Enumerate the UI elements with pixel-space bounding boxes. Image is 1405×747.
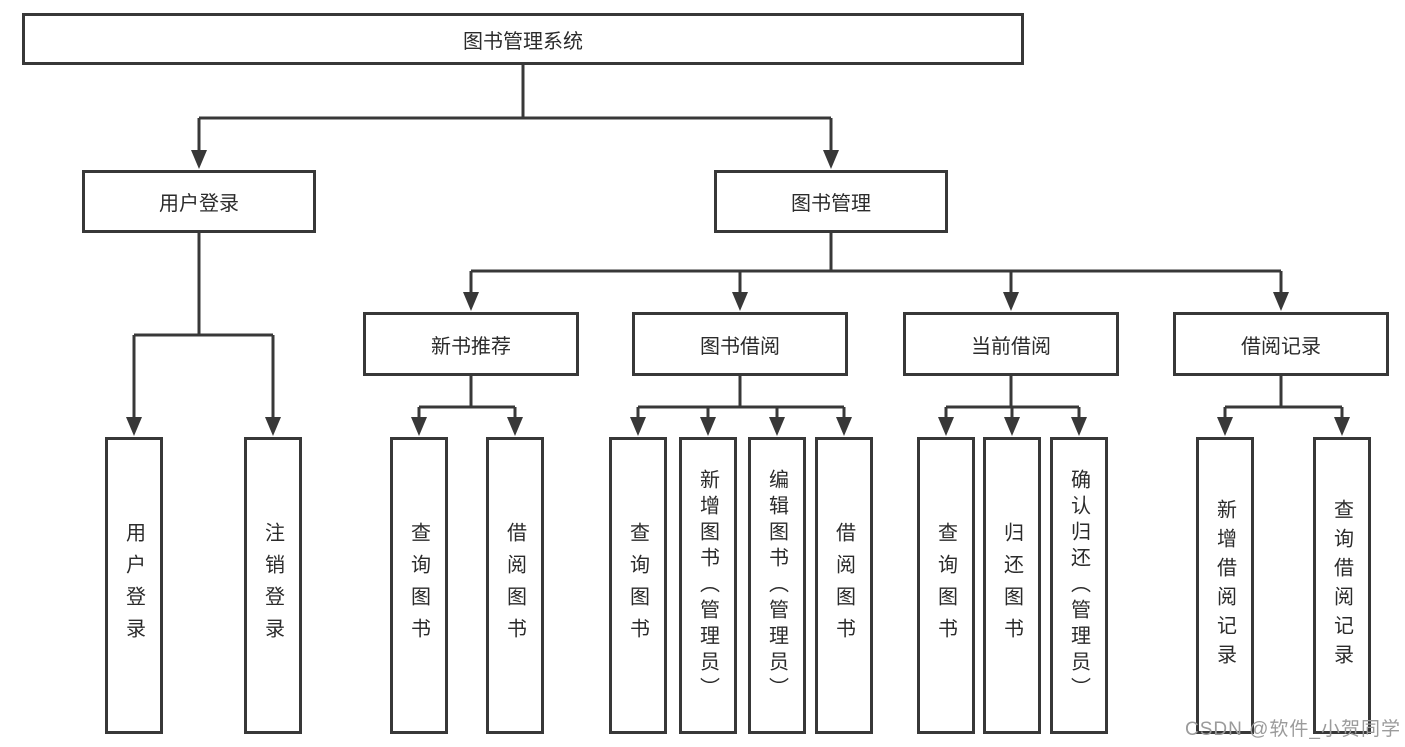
edge-current-borrow-to-leaves [938,376,1087,436]
leaf-query-books-borrow: 查询图书 [609,437,667,734]
node-book-management: 图书管理 [714,170,948,233]
edge-book-borrow-to-leaves [630,376,852,436]
edge-book-management-to-level3 [463,233,1289,311]
node-root: 图书管理系统 [22,13,1024,65]
node-borrow-records: 借阅记录 [1173,312,1389,376]
leaf-add-book-admin: 新增图书（管理员） [679,437,737,734]
leaf-query-books-recommend: 查询图书 [390,437,448,734]
csdn-watermark: CSDN @软件_小贺同学 [1185,719,1401,740]
edge-new-book-recommend-to-leaves [411,376,523,436]
leaf-user-login: 用户登录 [105,437,163,734]
leaf-logout: 注销登录 [244,437,302,734]
node-current-borrow: 当前借阅 [903,312,1119,376]
leaf-borrow-books: 借阅图书 [815,437,873,734]
leaf-query-borrow-record: 查询借阅记录 [1313,437,1371,734]
node-book-borrow: 图书借阅 [632,312,848,376]
leaf-borrow-books-recommend: 借阅图书 [486,437,544,734]
edge-root-to-level2 [191,65,839,169]
edge-user-login-to-leaves [126,233,281,436]
edge-borrow-records-to-leaves [1217,376,1350,436]
leaf-add-borrow-record: 新增借阅记录 [1196,437,1254,734]
leaf-query-books-current: 查询图书 [917,437,975,734]
leaf-confirm-return-admin: 确认归还（管理员） [1050,437,1108,734]
node-user-login: 用户登录 [82,170,316,233]
leaf-return-book: 归还图书 [983,437,1041,734]
node-new-book-recommend: 新书推荐 [363,312,579,376]
leaf-edit-book-admin: 编辑图书（管理员） [748,437,806,734]
